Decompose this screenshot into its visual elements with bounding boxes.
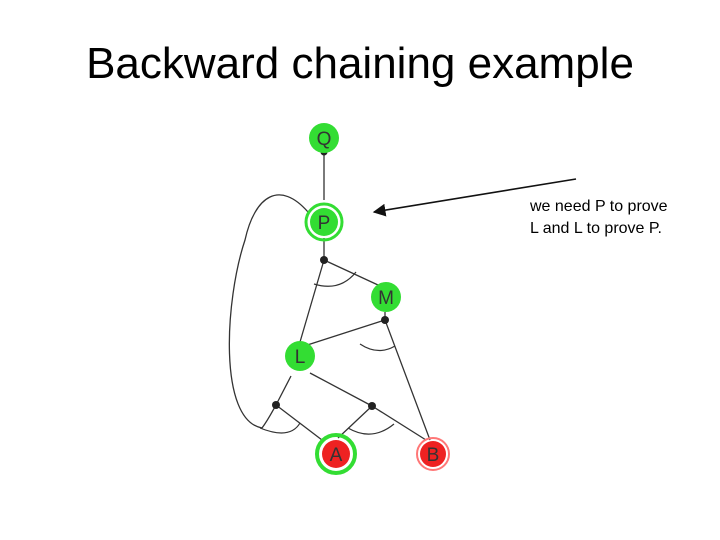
edge-a-jl	[337, 405, 373, 439]
junction-dot	[368, 402, 376, 410]
slide-title: Backward chaining example	[86, 39, 634, 88]
and-arc-l1	[347, 423, 395, 435]
node-b: B	[416, 437, 450, 471]
node-m: M	[371, 282, 401, 312]
node-label-p: P	[318, 213, 331, 234]
edge-a-jl2	[275, 404, 323, 441]
node-l: L	[285, 341, 315, 371]
and-arcs	[259, 271, 396, 435]
edge-l-jp	[299, 259, 325, 343]
node-label-l: L	[295, 347, 306, 368]
annotation-line-1: we need P to prove	[530, 198, 668, 215]
annotation-line-2: L and L to prove P.	[530, 220, 662, 237]
node-p: P	[304, 202, 344, 242]
junction-dot	[320, 256, 328, 264]
edge-jl-l	[309, 372, 373, 407]
junction-dot	[381, 316, 389, 324]
node-label-m: M	[378, 288, 394, 309]
and-arc-m	[359, 343, 396, 352]
node-a: A	[315, 433, 357, 475]
edge-p-loop	[228, 194, 309, 429]
node-label-q: Q	[317, 129, 332, 150]
junction-dots	[272, 148, 389, 410]
junction-dot	[272, 401, 280, 409]
node-label-b: B	[427, 445, 440, 466]
edge-m-jp	[323, 259, 379, 286]
edge-jl2-l	[275, 375, 292, 406]
node-q: Q	[309, 123, 339, 153]
annotation-arrow	[372, 178, 577, 217]
edge-a-jm	[297, 319, 386, 349]
graph-edges	[228, 152, 431, 441]
and-arc-p	[313, 271, 357, 287]
node-label-a: A	[330, 445, 343, 466]
edge-b-jl	[371, 405, 427, 441]
edge-b-jm	[384, 319, 431, 441]
and-arc-l2	[259, 422, 301, 434]
annotation-text: we need P to prove L and L to prove P.	[530, 196, 715, 240]
